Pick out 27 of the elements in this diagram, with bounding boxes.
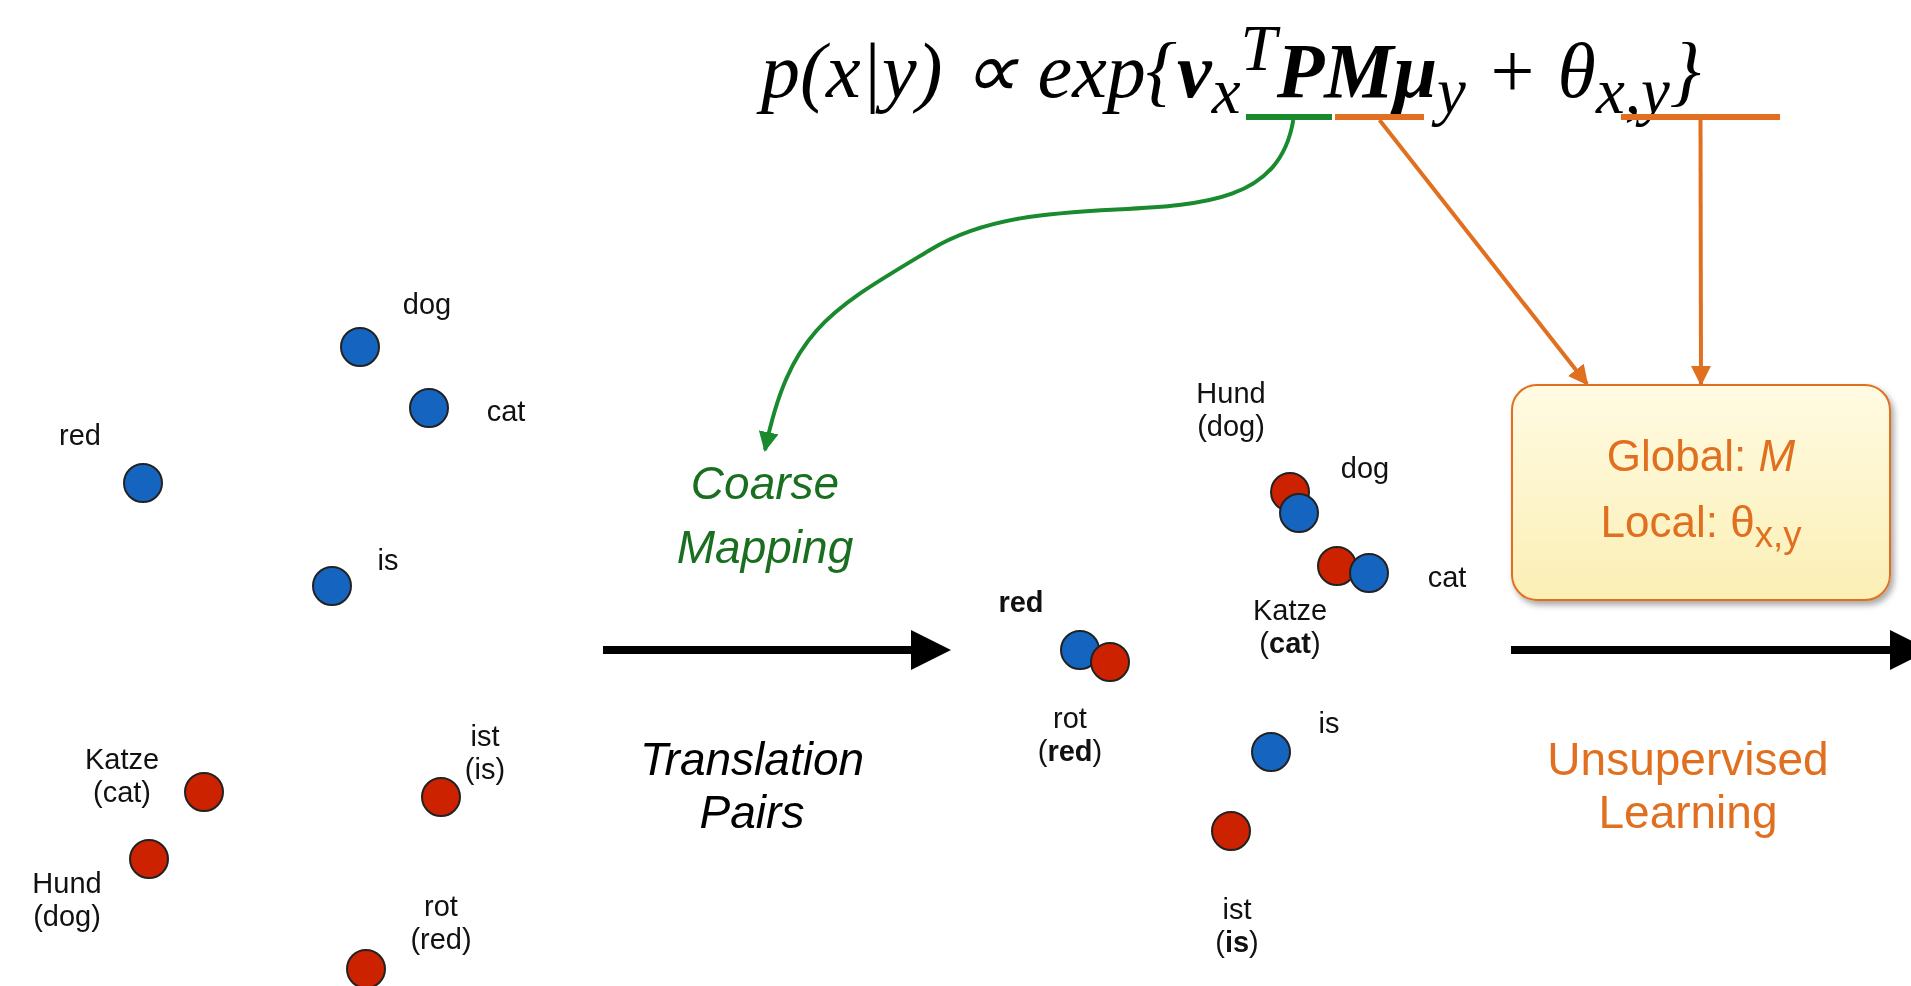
word-label: Hund (dog) bbox=[1196, 376, 1266, 444]
word-label: red bbox=[59, 419, 101, 453]
word-label: dog bbox=[1340, 452, 1390, 486]
underline-bar bbox=[1246, 114, 1332, 120]
word-label: cat bbox=[1427, 561, 1467, 595]
word-label: Katze (cat) bbox=[1252, 593, 1328, 661]
underline-bar bbox=[1335, 114, 1424, 120]
word-label: ist (is) bbox=[1215, 892, 1259, 960]
info-box bbox=[1511, 384, 1891, 601]
box-text: Global: M bbox=[1606, 430, 1796, 483]
word-label: rot (red) bbox=[410, 889, 472, 957]
box-text: Local: θ$_{x,y}$ bbox=[1600, 496, 1802, 557]
arrow bbox=[1377, 118, 1589, 386]
word-label: rot (red) bbox=[1037, 701, 1103, 769]
word-label: red bbox=[998, 586, 1044, 620]
arrow-caption: Coarse Mapping bbox=[670, 450, 860, 580]
arrow-caption: Unsupervised Learning bbox=[1546, 733, 1830, 839]
arrow bbox=[1690, 120, 1711, 386]
word-label: cat bbox=[486, 395, 526, 429]
word-label: Hund (dog) bbox=[32, 866, 102, 934]
word-label: is bbox=[377, 544, 399, 578]
word-label: Katze (cat) bbox=[84, 742, 160, 810]
word-label: dog bbox=[402, 288, 452, 322]
word-label: ist (is) bbox=[464, 719, 506, 787]
arrow-caption: Translation Pairs bbox=[638, 733, 866, 839]
arrow bbox=[759, 119, 1296, 452]
word-label: is bbox=[1318, 707, 1340, 741]
